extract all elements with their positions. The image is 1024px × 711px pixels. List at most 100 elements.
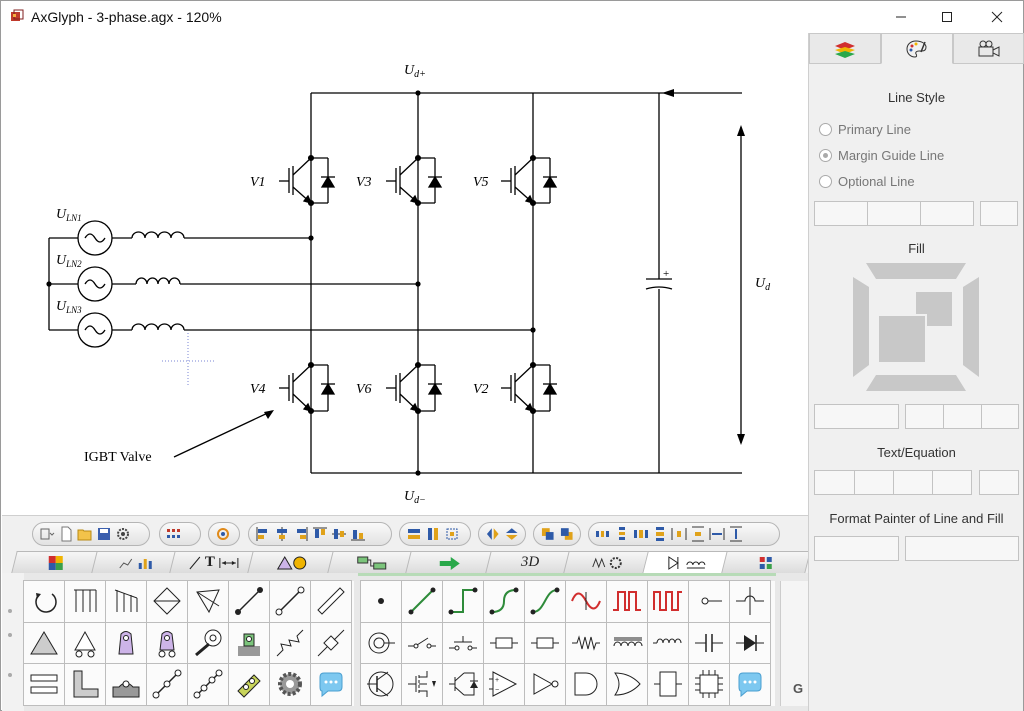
tab-3d[interactable]: 3D	[485, 551, 574, 573]
palette-cell-square-pulse[interactable]	[606, 580, 648, 623]
palette-cell-roller-support[interactable]	[64, 622, 106, 665]
palette-cell-chip[interactable]	[688, 663, 730, 706]
line-style-swatch-4[interactable]	[980, 201, 1018, 226]
tab-circuit[interactable]	[642, 551, 732, 574]
palette-cell-and-gate[interactable]	[565, 663, 607, 706]
line-style-swatch-2[interactable]	[867, 201, 921, 226]
bring-front-icon[interactable]	[540, 526, 556, 542]
palette-cell-hinge-support[interactable]	[105, 622, 147, 665]
fill-swatch-3[interactable]	[943, 404, 982, 429]
palette-cell-wire-green[interactable]	[401, 580, 443, 623]
fit-h-icon[interactable]	[709, 526, 725, 542]
palette-cell-force-triangle[interactable]	[187, 580, 229, 623]
tab-mechanism[interactable]	[563, 551, 652, 573]
palette-cell-rotation-arrow[interactable]	[23, 580, 65, 623]
grid-snap-icon[interactable]	[166, 526, 182, 542]
open-folder-icon[interactable]	[77, 526, 93, 542]
drawing-canvas[interactable]: Ud+ Ud− Ud ULN1 ULN2 ULN3 V1 V3 V5 V4 V6…	[2, 33, 808, 515]
palette-next-group[interactable]: G	[780, 581, 808, 706]
palette-cell-distributed-load[interactable]	[64, 580, 106, 623]
tab-more[interactable]	[721, 551, 810, 573]
tab-layers[interactable]	[809, 33, 881, 64]
palette-cell-mosfet[interactable]	[401, 663, 443, 706]
palette-cell-comment[interactable]	[729, 663, 771, 706]
palette-cell-comment[interactable]	[310, 663, 352, 706]
text-swatch-5[interactable]	[979, 470, 1019, 495]
palette-cell-s-wire[interactable]	[524, 580, 566, 623]
align-bottom-icon[interactable]	[350, 526, 366, 542]
palette-cell-inductor-core[interactable]	[606, 622, 648, 665]
spread-v-icon[interactable]	[690, 526, 706, 542]
minimize-button[interactable]	[878, 1, 924, 33]
fill-swatch-1[interactable]	[814, 404, 899, 429]
tab-colors[interactable]	[11, 551, 100, 573]
palette-cell-buffer[interactable]	[524, 663, 566, 706]
palette-cell-pin-support[interactable]	[23, 622, 65, 665]
palette-cell-bar[interactable]	[310, 580, 352, 623]
tab-camera[interactable]	[953, 33, 1024, 64]
fill-swatch-4[interactable]	[981, 404, 1019, 429]
tab-charts[interactable]	[91, 551, 180, 573]
menu-icon[interactable]	[39, 526, 55, 542]
palette-cell-triangular-load[interactable]	[105, 580, 147, 623]
palette-left-scroll[interactable]	[2, 573, 24, 711]
line-style-swatch-1[interactable]	[814, 201, 868, 226]
flip-horizontal-icon[interactable]	[485, 526, 501, 542]
distribute-v-icon[interactable]	[614, 526, 630, 542]
same-size-icon[interactable]	[444, 526, 460, 542]
flip-vertical-icon[interactable]	[504, 526, 520, 542]
align-left-icon[interactable]	[255, 526, 271, 542]
palette-cell-rod-fixed[interactable]	[228, 580, 270, 623]
palette-cell-ground-slot[interactable]	[105, 663, 147, 706]
settings-icon[interactable]	[115, 526, 131, 542]
palette-cell-diode[interactable]	[729, 622, 771, 665]
save-icon[interactable]	[96, 526, 112, 542]
palette-cell-inductor[interactable]	[647, 622, 689, 665]
distribute-h-icon[interactable]	[595, 526, 611, 542]
palette-cell-ground-circle[interactable]	[360, 622, 402, 665]
palette-cell-igbt-diode[interactable]	[442, 663, 484, 706]
palette-cell-push-button[interactable]	[442, 622, 484, 665]
palette-cell-block[interactable]	[647, 663, 689, 706]
fit-v-icon[interactable]	[728, 526, 744, 542]
palette-cell-curve-wire[interactable]	[483, 580, 525, 623]
palette-cell-capacitor[interactable]	[688, 622, 730, 665]
palette-cell-sine-wave[interactable]	[565, 580, 607, 623]
fill-selector-icon[interactable]	[851, 261, 981, 393]
palette-cell-force-diamond[interactable]	[146, 580, 188, 623]
palette-cell-crossover[interactable]	[729, 580, 771, 623]
tab-style[interactable]	[881, 33, 953, 64]
palette-cell-op-amp[interactable]: +−	[483, 663, 525, 706]
palette-cell-damper[interactable]	[310, 622, 352, 665]
palette-cell-l-bracket[interactable]	[64, 663, 106, 706]
tab-flowchart[interactable]	[327, 551, 416, 573]
palette-cell-terminal[interactable]	[688, 580, 730, 623]
text-swatch-3[interactable]	[893, 470, 933, 495]
close-button[interactable]	[974, 1, 1020, 33]
format-painter-line[interactable]	[814, 536, 899, 561]
palette-cell-bjt[interactable]	[360, 663, 402, 706]
rotate-icon[interactable]	[215, 526, 231, 542]
tab-lines-text[interactable]: T	[169, 551, 258, 573]
palette-cell-rod-pinned[interactable]	[269, 580, 311, 623]
palette-cell-resistor-zigzag[interactable]	[565, 622, 607, 665]
align-middle-icon[interactable]	[331, 526, 347, 542]
palette-cell-crank[interactable]	[187, 622, 229, 665]
spread-h-icon[interactable]	[671, 526, 687, 542]
palette-cell-gear[interactable]	[269, 663, 311, 706]
radio-optional-line[interactable]: Optional Line	[819, 174, 915, 189]
palette-cell-switch[interactable]	[401, 622, 443, 665]
palette-cell-slider-rod[interactable]	[228, 663, 270, 706]
fill-swatch-2[interactable]	[905, 404, 944, 429]
maximize-button[interactable]	[924, 1, 970, 33]
palette-cell-guide-rail[interactable]	[23, 663, 65, 706]
palette-cell-spring[interactable]	[269, 622, 311, 665]
radio-margin-guide-line[interactable]: Margin Guide Line	[819, 148, 944, 163]
palette-cell-resistor-box[interactable]	[524, 622, 566, 665]
align-center-icon[interactable]	[274, 526, 290, 542]
send-back-icon[interactable]	[559, 526, 575, 542]
palette-cell-slider-block[interactable]	[228, 622, 270, 665]
space-v-icon[interactable]	[652, 526, 668, 542]
palette-cell-fuse[interactable]	[483, 622, 525, 665]
palette-cell-link-chain[interactable]	[187, 663, 229, 706]
